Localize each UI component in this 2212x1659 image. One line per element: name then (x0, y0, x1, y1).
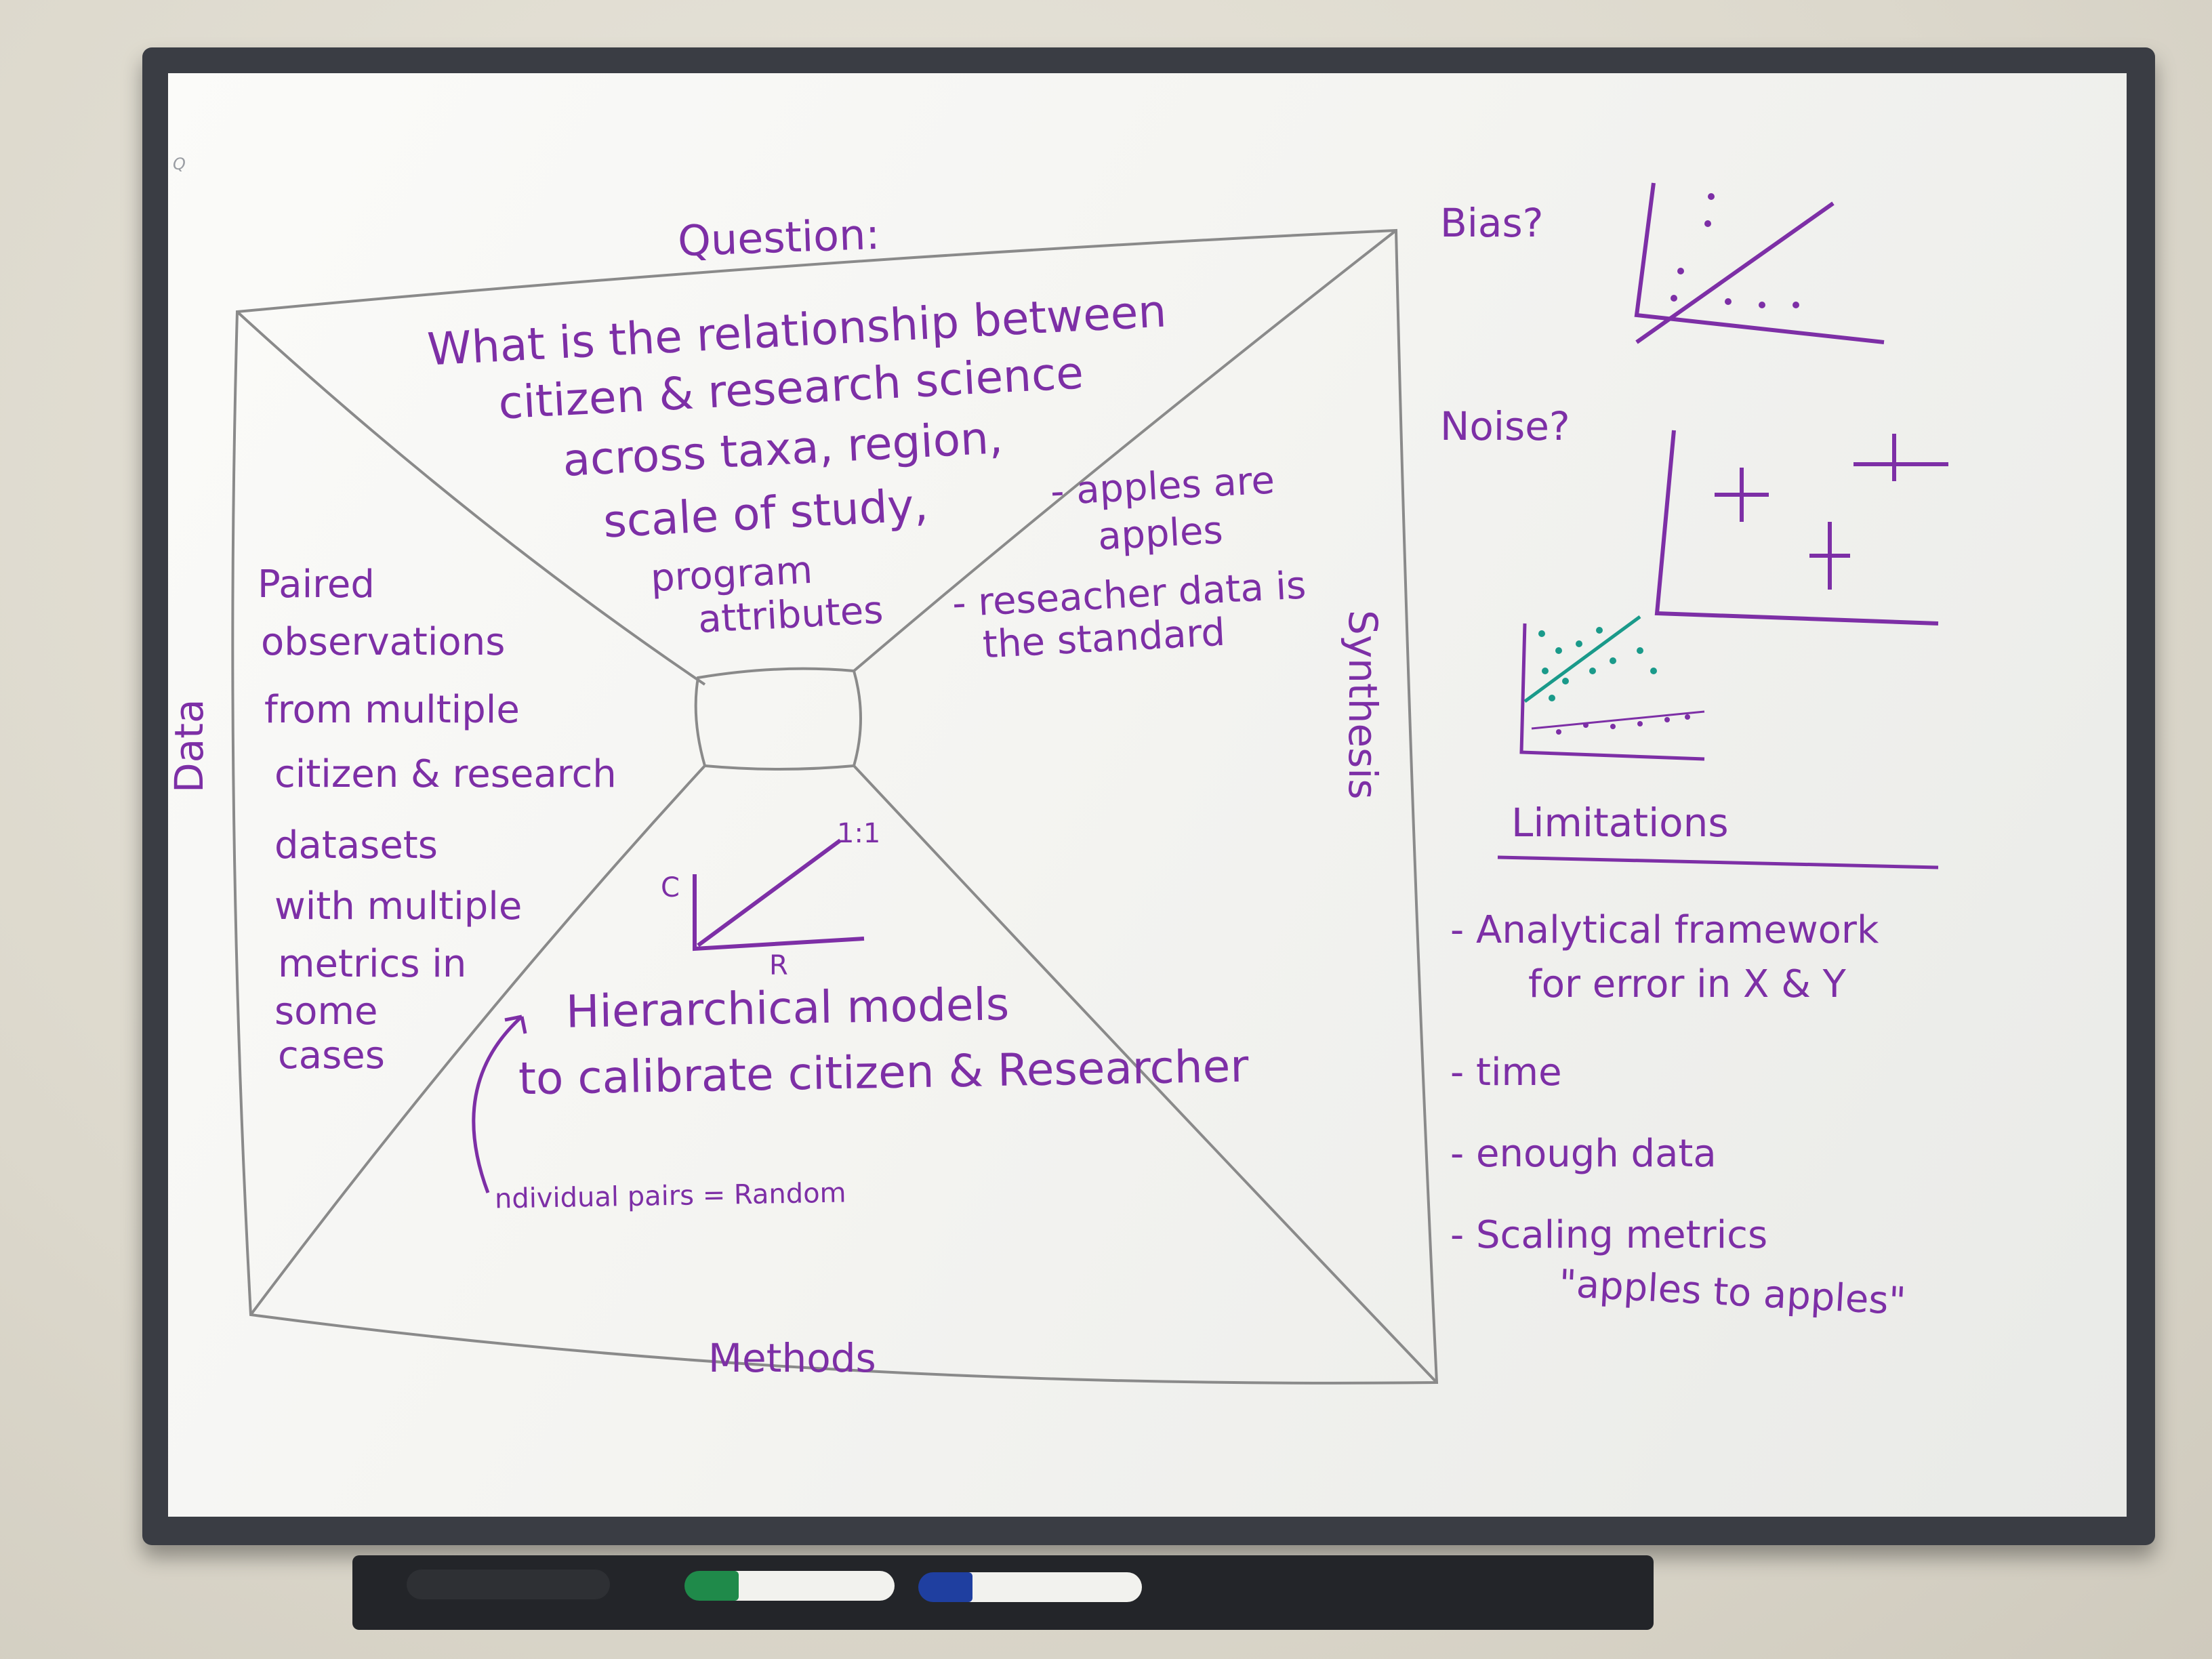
methods-note: ndividual pairs = Random (494, 1177, 846, 1215)
blue-marker (918, 1572, 1142, 1602)
bias-label: Bias? (1440, 200, 1544, 246)
data-label: Data (166, 699, 212, 794)
apples-note-line-1: - apples are (1049, 458, 1276, 514)
bias-plot (1634, 182, 1885, 344)
synthesis-label: Synthesis (1340, 610, 1386, 800)
question-label: Question: (676, 209, 881, 266)
question-line-6: attributes (697, 588, 884, 642)
methods-line-1: Hierarchical models (565, 978, 1010, 1038)
framework-outline (231, 228, 1439, 1385)
data-line-2: observations (261, 620, 506, 664)
bias-dots (1671, 193, 1799, 308)
limitation-3: - enough data (1450, 1132, 1717, 1176)
apples-note-line-2: apples (1097, 508, 1225, 559)
limitation-4: - Scaling metrics (1450, 1213, 1768, 1257)
center-box (694, 667, 862, 771)
data-line-5: datasets (274, 823, 438, 867)
question-line-5: program (649, 548, 814, 601)
board-logo: Q (173, 155, 186, 173)
limitations-underline (1497, 855, 1939, 869)
mini-plot-line-label: 1:1 (837, 818, 881, 849)
data-line-3: from multiple (264, 688, 520, 732)
limitation-1: - Analytical framework (1450, 908, 1879, 952)
noise-label: Noise? (1440, 403, 1570, 449)
mini-1to1-plot (693, 838, 865, 951)
methods-line-2: to calibrate citizen & Researcher (518, 1040, 1249, 1105)
diagonal-top-right (853, 229, 1397, 672)
data-line-6: with multiple (274, 884, 523, 928)
data-line-7: metrics in (278, 942, 467, 986)
diagonal-bottom-right (853, 764, 1438, 1384)
data-line-4: citizen & research (274, 752, 617, 796)
green-marker (684, 1571, 895, 1601)
limitations-title: Limitations (1511, 800, 1729, 846)
noise-plot (1654, 430, 1948, 626)
data-line-8: some (274, 989, 378, 1033)
data-line-1: Paired (258, 562, 375, 607)
mini-plot-y-label: C (661, 872, 680, 903)
arrow-head (504, 1015, 527, 1034)
limitation-1-continued: for error in X & Y (1528, 962, 1846, 1006)
methods-label: Methods (708, 1335, 876, 1381)
data-line-9: cases (278, 1033, 385, 1078)
limitation-2: - time (1450, 1050, 1562, 1094)
dark-marker (407, 1570, 610, 1599)
diagonal-top-left (236, 310, 706, 686)
curved-arrow (472, 1015, 523, 1193)
scatter-sketch (1519, 615, 1705, 761)
whiteboard-surface (168, 73, 2127, 1517)
mini-plot-x-label: R (769, 950, 788, 981)
diagonal-bottom-left (249, 764, 706, 1316)
